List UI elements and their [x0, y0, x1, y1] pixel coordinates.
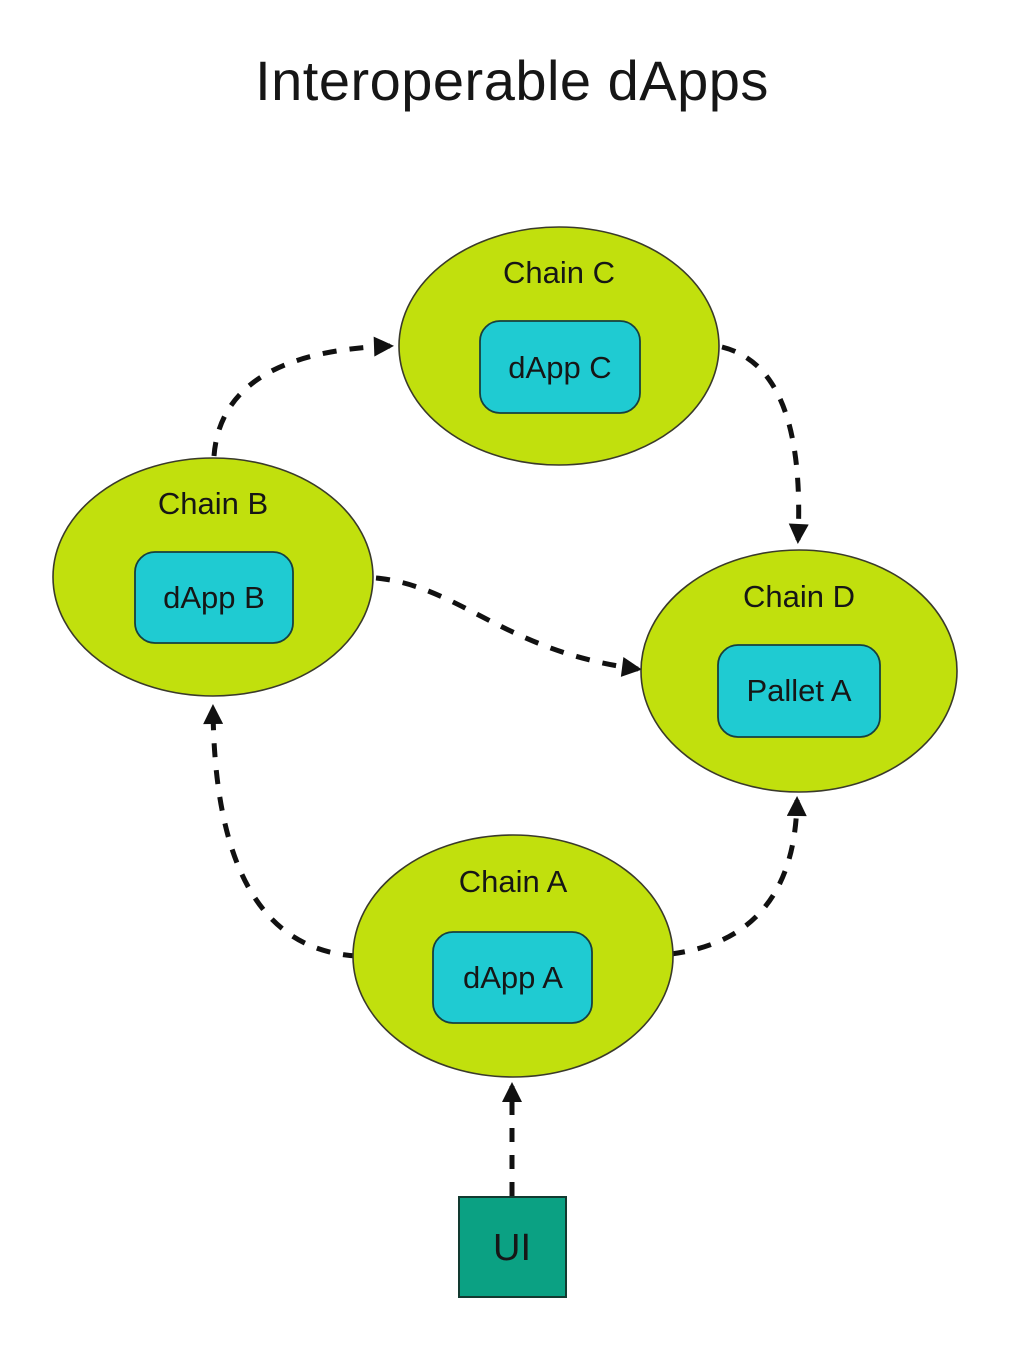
ui-box: [458, 1196, 567, 1298]
dapp-b-label: dApp B: [163, 580, 265, 615]
dapp-a-box: [432, 931, 593, 1024]
dapp-b-box: [134, 551, 294, 644]
page-title: Interoperable dApps: [255, 49, 769, 112]
node-chain-a: Chain A dApp A: [352, 834, 674, 1078]
edge-chain-b-to-chain-c: [211, 336, 394, 457]
edge-chain-b-to-chain-d: [375, 575, 642, 677]
node-chain-d: Chain D Pallet A: [640, 549, 958, 793]
dapp-c-box: [479, 320, 641, 414]
edge-chain-a-to-chain-d: [670, 796, 807, 957]
ui-label: UI: [493, 1227, 531, 1269]
node-ui: UI: [458, 1196, 567, 1298]
dapp-a-label: dApp A: [463, 960, 563, 995]
edge-chain-c-to-chain-d: [721, 344, 809, 544]
pallet-a-label: Pallet A: [746, 673, 851, 708]
chain-c-label: Chain C: [503, 255, 615, 290]
edge-chain-a-to-chain-b: [203, 704, 358, 959]
chain-d-label: Chain D: [743, 579, 855, 614]
chain-a-label: Chain A: [459, 864, 568, 899]
dapp-c-label: dApp C: [508, 350, 611, 385]
node-chain-c: Chain C dApp C: [398, 226, 720, 466]
pallet-a-box: [717, 644, 881, 738]
chain-b-label: Chain B: [158, 486, 268, 521]
node-chain-b: Chain B dApp B: [52, 457, 374, 697]
